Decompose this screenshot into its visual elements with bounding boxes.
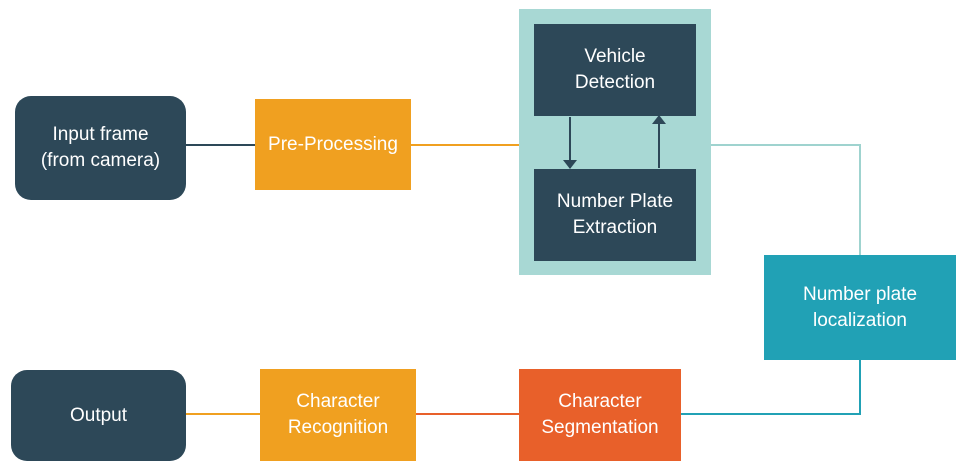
node-character-recognition[interactable]: Character Recognition [260, 369, 416, 461]
arrowhead-down-icon [563, 160, 577, 169]
connector-localization-to-segmentation [681, 360, 861, 415]
connector-group-to-localization [711, 144, 861, 255]
node-vehicle-detection[interactable]: Vehicle Detection [534, 24, 696, 116]
node-number-plate-extraction[interactable]: Number Plate Extraction [534, 169, 696, 261]
node-character-segmentation[interactable]: Character Segmentation [519, 369, 681, 461]
arrowhead-up-icon [652, 115, 666, 124]
node-input-frame[interactable]: Input frame (from camera) [15, 96, 186, 200]
node-output[interactable]: Output [11, 370, 186, 461]
node-number-plate-localization[interactable]: Number plate localization [764, 255, 956, 360]
node-pre-processing[interactable]: Pre-Processing [255, 99, 411, 190]
